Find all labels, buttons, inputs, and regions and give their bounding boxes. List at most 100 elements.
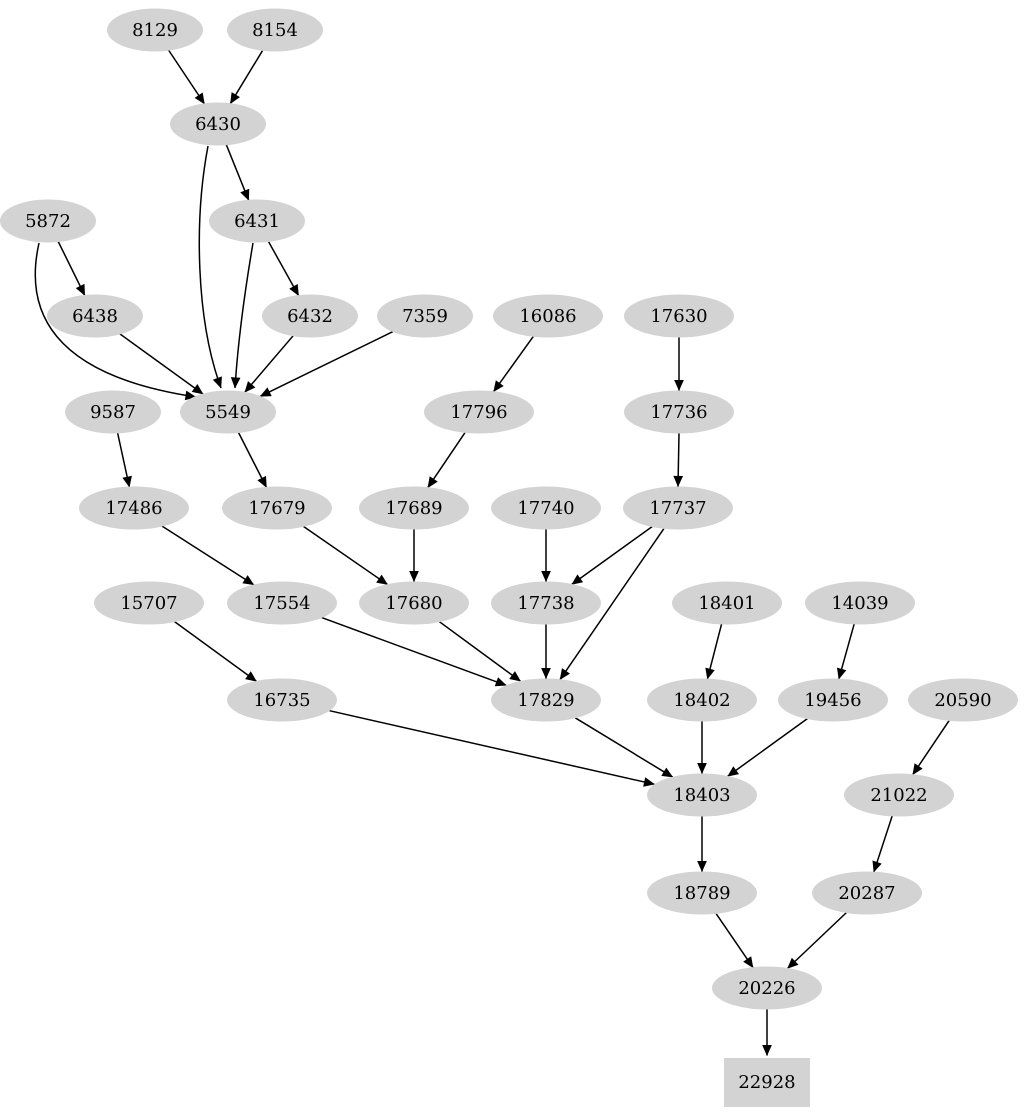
edge-17737-17829: [559, 527, 665, 681]
node-8129-shape: [107, 8, 203, 52]
node-8129-label: 8129: [132, 20, 178, 41]
node-14039: 14039: [805, 581, 915, 625]
node-17829: 17829: [491, 678, 601, 722]
edge-16086-17796: [492, 335, 535, 393]
node-20590-shape: [908, 678, 1018, 722]
edge-5872-6438: [57, 241, 86, 296]
node-5872-label: 5872: [25, 211, 71, 232]
node-17689-shape: [359, 486, 469, 530]
edge-17796-17689: [427, 431, 466, 489]
node-20287-shape: [812, 871, 922, 915]
node-18402-label: 18402: [673, 690, 730, 711]
node-22928: 22928: [724, 1058, 810, 1107]
node-9587-shape: [65, 390, 161, 434]
node-6438-label: 6438: [72, 306, 118, 327]
node-17740: 17740: [491, 486, 601, 530]
node-17679-shape: [222, 486, 332, 530]
node-9587-label: 9587: [90, 402, 136, 423]
edge-17680-17829: [438, 621, 522, 682]
node-20590-label: 20590: [934, 690, 991, 711]
node-17736-label: 17736: [650, 402, 707, 423]
node-18403-shape: [647, 773, 757, 817]
node-19456: 19456: [778, 678, 888, 722]
node-17486-label: 17486: [105, 498, 162, 519]
node-6430: 6430: [170, 102, 266, 146]
node-17630: 17630: [624, 294, 734, 338]
node-17736: 17736: [624, 390, 734, 434]
node-17554: 17554: [227, 581, 337, 625]
node-20287-label: 20287: [838, 883, 895, 904]
node-6430-label: 6430: [195, 114, 241, 135]
node-17689-label: 17689: [385, 498, 442, 519]
node-16086-shape: [493, 294, 603, 338]
node-18403-label: 18403: [673, 785, 730, 806]
node-8154: 8154: [227, 8, 323, 52]
edge-16735-18403: [329, 709, 655, 787]
edge-19456-18403: [727, 717, 808, 778]
node-16735-shape: [227, 678, 337, 722]
node-6432-label: 6432: [287, 306, 333, 327]
node-19456-label: 19456: [804, 690, 861, 711]
node-6430-shape: [170, 102, 266, 146]
edge-6438-5549: [119, 333, 204, 395]
edge-17486-17554: [161, 525, 255, 586]
node-20590: 20590: [908, 678, 1018, 722]
node-16735: 16735: [227, 678, 337, 722]
node-6431-label: 6431: [234, 211, 280, 232]
node-9587: 9587: [65, 390, 161, 434]
node-17737: 17737: [623, 486, 733, 530]
node-17740-shape: [491, 486, 601, 530]
node-22928-shape: [724, 1058, 810, 1107]
edge-6430-5549: [198, 145, 222, 389]
node-18789-shape: [647, 871, 757, 915]
edge-17736-17737: [673, 433, 684, 487]
edge-21022-20287: [872, 815, 893, 873]
node-5549: 5549: [180, 390, 276, 434]
node-15707-label: 15707: [120, 593, 177, 614]
node-18402-shape: [647, 678, 757, 722]
node-17738-label: 17738: [517, 593, 574, 614]
node-17738-shape: [491, 581, 601, 625]
node-17486-shape: [79, 486, 189, 530]
node-21022-label: 21022: [870, 785, 927, 806]
node-6432: 6432: [262, 294, 358, 338]
edge-17737-17738: [571, 525, 653, 586]
node-8129: 8129: [107, 8, 203, 52]
node-18789-label: 18789: [673, 883, 730, 904]
edge-6431-5549: [230, 242, 254, 389]
node-16086: 16086: [493, 294, 603, 338]
edge-18789-20226: [715, 912, 754, 969]
edge-6432-5549: [244, 335, 294, 393]
node-20226-label: 20226: [738, 978, 795, 999]
node-17740-label: 17740: [517, 498, 574, 519]
node-20226: 20226: [712, 966, 822, 1010]
edge-6430-6431: [225, 144, 250, 201]
node-17829-shape: [491, 678, 601, 722]
node-layer: 8129 8154 6430 5872 6431 6438 6432 7359: [0, 8, 1018, 1107]
node-6431: 6431: [209, 199, 305, 243]
node-6432-shape: [262, 294, 358, 338]
node-7359: 7359: [377, 294, 473, 338]
node-19456-shape: [778, 678, 888, 722]
node-18403: 18403: [647, 773, 757, 817]
node-17680-shape: [359, 581, 469, 625]
node-18789: 18789: [647, 871, 757, 915]
edge-9587-17486: [116, 432, 132, 488]
node-17689: 17689: [359, 486, 469, 530]
node-18402: 18402: [647, 678, 757, 722]
node-17738: 17738: [491, 581, 601, 625]
node-5549-shape: [180, 390, 276, 434]
node-17679-label: 17679: [248, 498, 305, 519]
node-5872-shape: [0, 199, 96, 243]
node-17736-shape: [624, 390, 734, 434]
node-17737-shape: [623, 486, 733, 530]
edge-5872-5549: [34, 242, 197, 401]
node-8154-shape: [227, 8, 323, 52]
node-6438: 6438: [47, 294, 143, 338]
node-14039-shape: [805, 581, 915, 625]
node-17486: 17486: [79, 486, 189, 530]
edge-layer: [34, 49, 950, 1056]
node-17680: 17680: [359, 581, 469, 625]
